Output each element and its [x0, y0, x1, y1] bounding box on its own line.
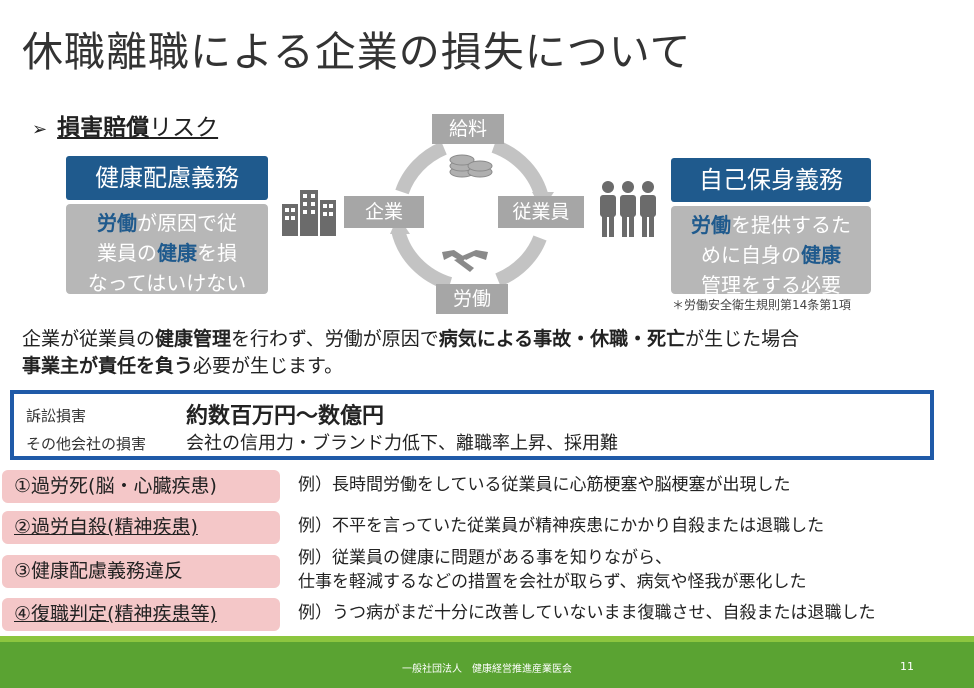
cycle-company-label: 企業 — [344, 196, 424, 228]
other-loss-label: その他会社の損害 — [26, 435, 147, 453]
case-example-4: 例）うつ病がまだ十分に改善していないまま復職させ、自殺または退職した — [298, 603, 876, 623]
left-duty-title: 健康配慮義務 — [66, 156, 268, 200]
handshake-icon — [442, 250, 488, 272]
people-icon — [600, 181, 656, 237]
case-label-4: ④復職判定(精神疾患等) — [2, 598, 280, 631]
building-icon — [282, 190, 336, 236]
right-duty-title: 自己保身義務 — [671, 158, 871, 202]
footer-bar — [0, 636, 974, 688]
cycle-salary-label: 給料 — [432, 114, 504, 144]
description: 企業が従業員の健康管理を行わず、労働が原因で病気による事故・休職・死亡が生じた場… — [22, 328, 800, 377]
section-heading: ➢ 損害賠償リスク — [32, 108, 218, 142]
lawsuit-label: 訴訟損害 — [26, 407, 87, 425]
cycle-labor-label: 労働 — [436, 284, 508, 314]
other-loss-value: 会社の信用力・ブランド力低下、離職率上昇、採用難 — [186, 433, 618, 454]
page-number: 11 — [900, 660, 914, 673]
case-example-2: 例）不平を言っていた従業員が精神疾患にかかり自殺または退職した — [298, 516, 825, 536]
lawsuit-value: 約数百万円～数億円 — [186, 404, 385, 429]
arrow-bullet-icon: ➢ — [32, 119, 48, 140]
footnote: ＊労働安全衛生規則第14条第1項 — [672, 298, 851, 312]
case-example-1: 例）長時間労働をしている従業員に心筋梗塞や脳梗塞が出現した — [298, 475, 791, 495]
case-label-1: ①過労死(脳・心臓疾患) — [2, 470, 280, 503]
heading-light: リスク — [149, 115, 219, 141]
right-duty-body: 労働を提供するた めに自身の健康 管理をする必要 — [671, 206, 871, 297]
left-duty-body: 労働が原因で従 業員の健康を損 なってはいけない — [66, 204, 268, 295]
case-label-2: ②過労自殺(精神疾患) — [2, 511, 280, 544]
footer-organization: 一般社団法人 健康経営推進産業医会 — [402, 664, 572, 675]
cycle-employee-label: 従業員 — [498, 196, 584, 228]
loss-box — [10, 390, 934, 460]
coins-icon — [449, 154, 493, 178]
page-title: 休職離職による企業の損失について — [22, 28, 692, 76]
case-label-3: ③健康配慮義務違反 — [2, 555, 280, 588]
heading-bold: 損害賠償 — [57, 115, 150, 141]
footer-stripe — [0, 636, 974, 642]
case-example-3: 例）従業員の健康に問題がある事を知りながら、 仕事を軽減するなどの措置を会社が取… — [298, 548, 807, 592]
